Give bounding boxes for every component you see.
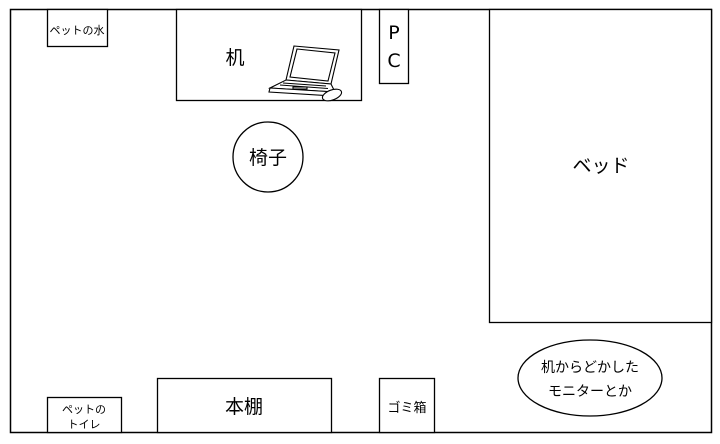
- moved-monitor-note: 机からどかした モニターとか: [517, 339, 663, 417]
- desk-label: 机: [225, 47, 244, 69]
- pc-label-p: P: [388, 22, 399, 44]
- pc-label-c: C: [387, 50, 400, 72]
- mouse-icon: [321, 88, 343, 102]
- pet-water: ペットの水: [46, 8, 109, 48]
- moved-monitor-label-1: 机からどかした: [541, 360, 639, 376]
- trash-can-label: ゴミ箱: [387, 400, 426, 416]
- pet-toilet: ペットの トイレ: [46, 396, 123, 434]
- bookshelf: 本棚: [156, 377, 333, 434]
- pc: P C: [378, 8, 410, 85]
- trash-can: ゴミ箱: [378, 377, 436, 434]
- pet-water-label: ペットの水: [50, 24, 105, 37]
- chair-label: 椅子: [249, 147, 287, 169]
- moved-monitor-label-2: モニターとか: [548, 384, 632, 400]
- desk: 机: [175, 8, 363, 102]
- bed-label: ベッド: [572, 155, 629, 177]
- laptop-icon: [267, 45, 340, 97]
- bookshelf-label: 本棚: [225, 396, 263, 418]
- pet-toilet-label-1: ペットの: [62, 403, 106, 416]
- pet-toilet-label-2: トイレ: [68, 418, 101, 431]
- chair: 椅子: [232, 121, 304, 193]
- bed: ベッド: [488, 8, 713, 324]
